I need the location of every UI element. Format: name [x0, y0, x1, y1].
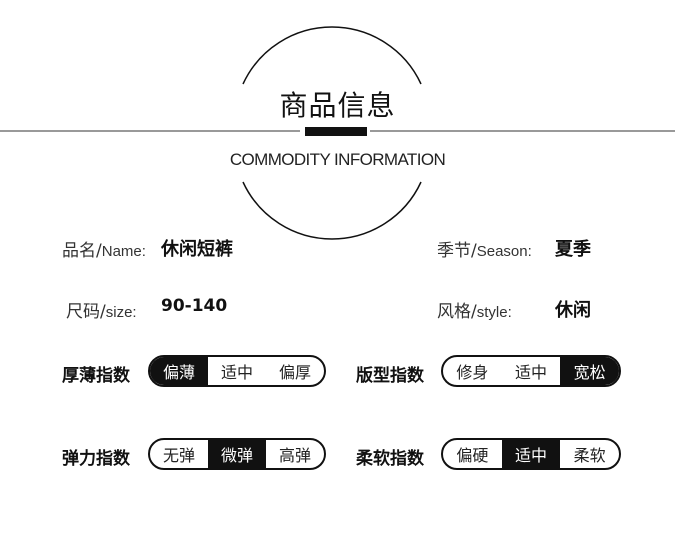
top-arc — [242, 26, 422, 85]
season-value: 夏季 — [555, 239, 591, 260]
thickness-option: 偏厚 — [278, 363, 311, 382]
softness-option: 适中 — [501, 440, 561, 468]
softness-index-selector: 偏硬 适中 柔软 — [441, 438, 621, 470]
thickness-index-label: 厚薄指数 — [62, 366, 130, 386]
softness-option: 柔软 — [573, 446, 606, 465]
fit-index-selector: 修身 适中 宽松 — [441, 355, 621, 387]
section-subtitle: COMMODITY INFORMATION — [229, 150, 446, 169]
style-label: 风格/style: — [437, 297, 512, 322]
header-decoration — [0, 26, 675, 240]
name-label: 品名/Name: — [62, 236, 146, 261]
size-label: 尺码/size: — [66, 297, 137, 322]
thickness-option: 偏薄 — [150, 357, 208, 385]
thickness-index-selector: 偏薄 适中 偏厚 — [148, 355, 326, 387]
season-label: 季节/Season: — [437, 236, 532, 261]
elasticity-index-label: 弹力指数 — [62, 449, 130, 469]
style-label-cn: 风格/ — [437, 302, 477, 322]
bottom-arc — [242, 181, 422, 240]
size-value: 90-140 — [161, 296, 228, 316]
elasticity-option: 高弹 — [278, 446, 311, 465]
fit-option: 宽松 — [560, 357, 619, 385]
fit-option: 适中 — [515, 363, 548, 382]
season-label-en: Season: — [476, 243, 532, 260]
fit-index-label: 版型指数 — [356, 366, 424, 386]
center-bar — [305, 127, 367, 136]
name-label-cn: 品名/ — [62, 241, 102, 261]
fit-option: 修身 — [456, 363, 489, 382]
size-label-en: size: — [105, 304, 137, 321]
season-label-cn: 季节/ — [437, 241, 477, 261]
elasticity-index-selector: 无弹 微弹 高弹 — [148, 438, 326, 470]
elasticity-option: 无弹 — [162, 446, 195, 465]
style-label-en: style: — [476, 304, 512, 321]
size-label-cn: 尺码/ — [66, 302, 106, 322]
elasticity-option: 微弹 — [208, 440, 266, 468]
section-title: 商品信息 — [279, 89, 396, 122]
softness-option: 偏硬 — [456, 446, 489, 465]
thickness-option: 适中 — [220, 363, 253, 382]
softness-index-label: 柔软指数 — [356, 449, 424, 469]
name-value: 休闲短裤 — [161, 239, 233, 260]
name-label-en: Name: — [101, 243, 146, 260]
style-value: 休闲 — [555, 300, 591, 321]
